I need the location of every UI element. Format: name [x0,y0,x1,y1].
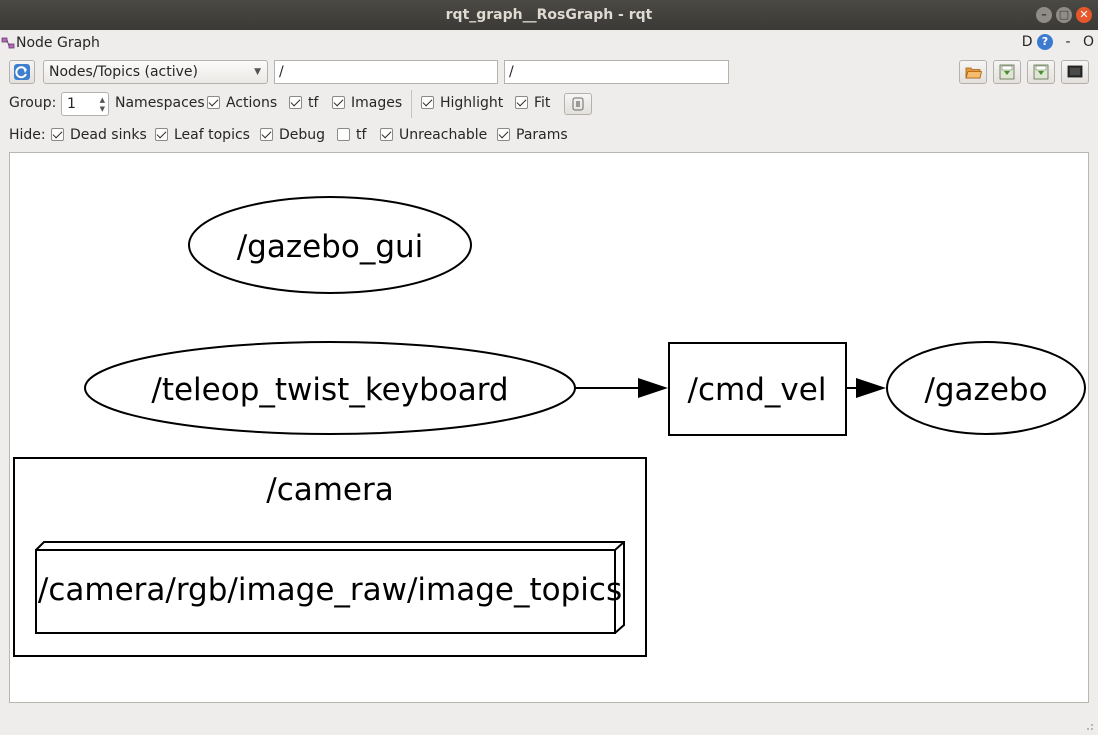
dock-close-button[interactable]: O [1082,34,1094,50]
hide-row: Hide: Dead sinks Leaf topics Debug tf Un… [0,122,1098,148]
screenshot-button[interactable] [1061,60,1089,84]
tf-label: tf [308,95,319,111]
actions-label: Actions [226,95,278,111]
graph-mode-select[interactable]: Nodes/Topics (active) ▼ [43,60,268,84]
refresh-button[interactable] [9,60,35,84]
node-gazebo[interactable]: /gazebo [886,341,1086,435]
leaf-topics-label: Leaf topics [174,127,250,143]
hide-label: Hide: [9,127,46,143]
hide-tf-checkbox[interactable] [337,128,350,141]
node-gazebo-gui[interactable]: /gazebo_gui [188,196,472,294]
group-value: 1 [67,96,76,112]
hide-tf-label: tf [356,127,367,143]
topic-filter-input[interactable]: / [504,60,729,84]
save-dot-icon [999,64,1015,80]
options-row: Group: 1 ▲ ▼ Namespaces Actions tf Image… [0,90,1098,118]
cluster-label: /camera [266,472,394,508]
fit-label: Fit [534,95,551,111]
toolbar: Nodes/Topics (active) ▼ / / [0,58,1098,88]
resize-grip-icon[interactable] [1084,721,1094,731]
dead-sinks-label: Dead sinks [70,127,147,143]
highlight-checkbox[interactable] [421,96,434,109]
tf-checkbox[interactable] [289,96,302,109]
leaf-topics-checkbox[interactable] [155,128,168,141]
graph-mode-value: Nodes/Topics (active) [49,64,198,80]
node-teleop-twist-keyboard[interactable]: /teleop_twist_keyboard [84,341,576,435]
highlight-label: Highlight [440,95,504,111]
node-label: /gazebo [924,372,1047,408]
params-checkbox[interactable] [497,128,510,141]
debug-checkbox[interactable] [260,128,273,141]
save-image-icon [1033,64,1049,80]
group-label: Group: [9,95,57,111]
load-dot-button[interactable] [959,60,987,84]
save-dot-button[interactable] [993,60,1021,84]
open-folder-icon [965,67,983,79]
close-button[interactable]: ✕ [1076,7,1092,23]
dead-sinks-checkbox[interactable] [51,128,64,141]
edge-teleop-cmd-vel [575,378,668,398]
edge-cmd-vel-gazebo [846,378,886,398]
topic-label: /cmd_vel [688,372,827,408]
dock-d-button[interactable]: D [1021,34,1033,50]
dock-header: Node Graph D ? - O [0,31,1098,57]
topic-cmd-vel[interactable]: /cmd_vel [668,342,847,436]
node-label: /gazebo_gui [237,229,424,265]
graph-canvas[interactable]: /gazebo_gui /teleop_twist_keyboard /cmd_… [9,152,1089,703]
refresh-icon [14,64,30,80]
spin-up-icon[interactable]: ▲ [99,96,105,104]
graph-plugin-icon [1,37,15,49]
maximize-button[interactable]: □ [1056,7,1072,23]
graph-svg: /gazebo_gui /teleop_twist_keyboard /cmd_… [13,196,1086,657]
minimize-button[interactable]: – [1036,7,1052,23]
node-label: /teleop_twist_keyboard [151,372,508,408]
topic-image-topics[interactable]: /camera/rgb/image_raw/image_topics [35,541,625,634]
unreachable-label: Unreachable [399,127,488,143]
dock-title: Node Graph [16,35,100,51]
cluster-camera[interactable]: /camera /camera/rgb/image_raw/image_topi… [13,457,647,657]
unreachable-checkbox[interactable] [380,128,393,141]
fit-view-icon [572,97,584,111]
spin-down-icon[interactable]: ▼ [99,105,105,113]
save-image-button[interactable] [1027,60,1055,84]
separator [411,90,412,118]
help-icon[interactable]: ? [1037,34,1053,50]
dock-minimize-button[interactable]: - [1065,34,1071,50]
params-label: Params [516,127,568,143]
topic-label: /camera/rgb/image_raw/image_topics [38,572,622,608]
namespaces-label: Namespaces [115,95,205,111]
fit-checkbox[interactable] [515,96,528,109]
group-spinbox[interactable]: 1 ▲ ▼ [61,92,109,116]
images-checkbox[interactable] [332,96,345,109]
fit-in-view-button[interactable] [564,93,592,115]
debug-label: Debug [279,127,326,143]
actions-checkbox[interactable] [207,96,220,109]
window-titlebar: rqt_graph__RosGraph - rqt – □ ✕ [0,0,1098,30]
window-title: rqt_graph__RosGraph - rqt [445,7,653,23]
chevron-down-icon: ▼ [254,67,261,77]
images-label: Images [351,95,403,111]
node-filter-input[interactable]: / [274,60,498,84]
screenshot-icon [1067,65,1083,78]
